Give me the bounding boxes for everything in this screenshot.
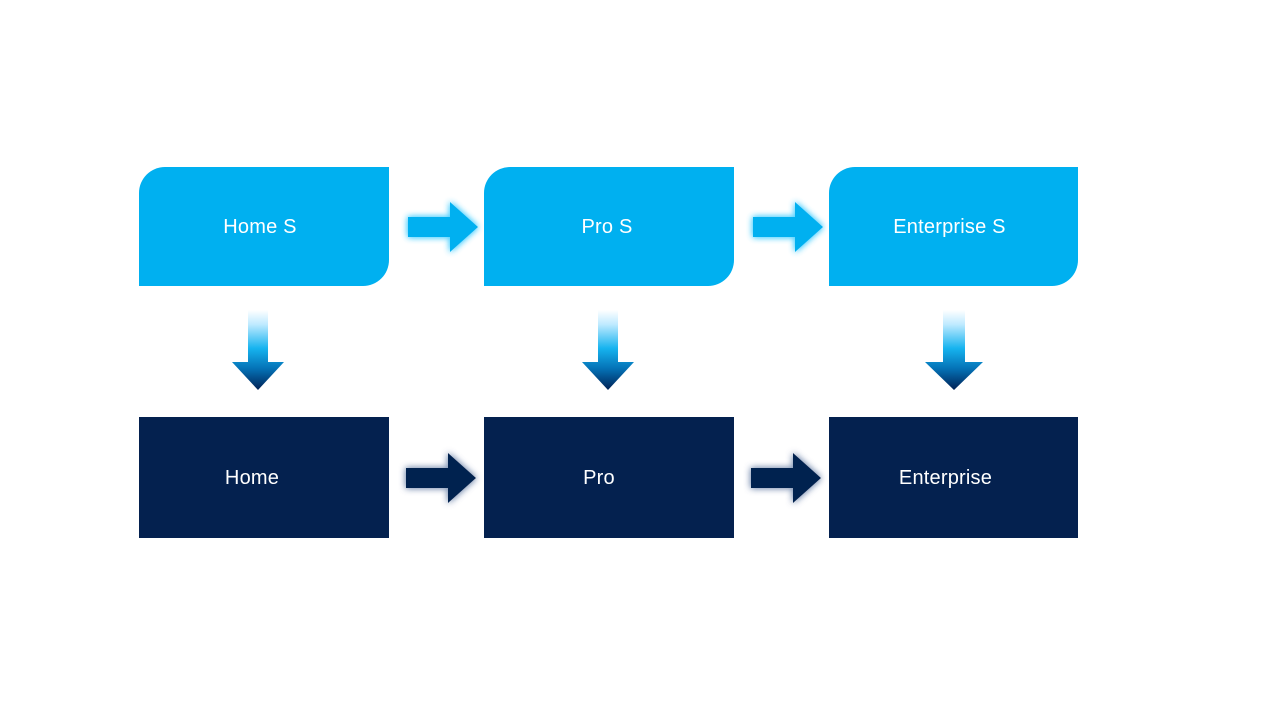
node-enterprise-s-label: Enterprise S: [893, 215, 1006, 238]
node-pro-s[interactable]: Pro S: [484, 167, 734, 286]
connector-home-s-to-pro-s[interactable]: [406, 199, 480, 255]
arrow-down-icon: [232, 310, 284, 390]
node-enterprise-label: Enterprise: [898, 466, 993, 489]
node-enterprise[interactable]: Enterprise: [829, 417, 1078, 538]
arrow-right-icon: [406, 453, 476, 503]
node-pro[interactable]: Pro: [484, 417, 734, 538]
arrow-right-icon: [408, 202, 478, 252]
connector-pro-s-to-pro[interactable]: [578, 310, 638, 392]
node-enterprise-s[interactable]: Enterprise S: [829, 167, 1078, 286]
connector-enterprise-s-to-enterprise[interactable]: [920, 310, 988, 392]
node-home-s[interactable]: Home S: [139, 167, 389, 286]
node-home-s-label: Home S: [223, 215, 297, 238]
connector-home-s-to-home[interactable]: [228, 310, 288, 392]
connector-pro-s-to-enterprise-s[interactable]: [751, 199, 825, 255]
connector-home-to-pro[interactable]: [404, 450, 478, 506]
node-pro-s-label: Pro S: [581, 215, 633, 238]
connector-pro-to-enterprise[interactable]: [749, 450, 823, 506]
node-pro-label: Pro: [583, 466, 615, 489]
arrow-down-icon: [582, 310, 634, 390]
arrow-right-icon: [751, 453, 821, 503]
arrow-down-icon: [925, 310, 983, 390]
node-home[interactable]: Home: [139, 417, 389, 538]
node-home-label: Home: [224, 466, 280, 489]
arrow-right-icon: [753, 202, 823, 252]
